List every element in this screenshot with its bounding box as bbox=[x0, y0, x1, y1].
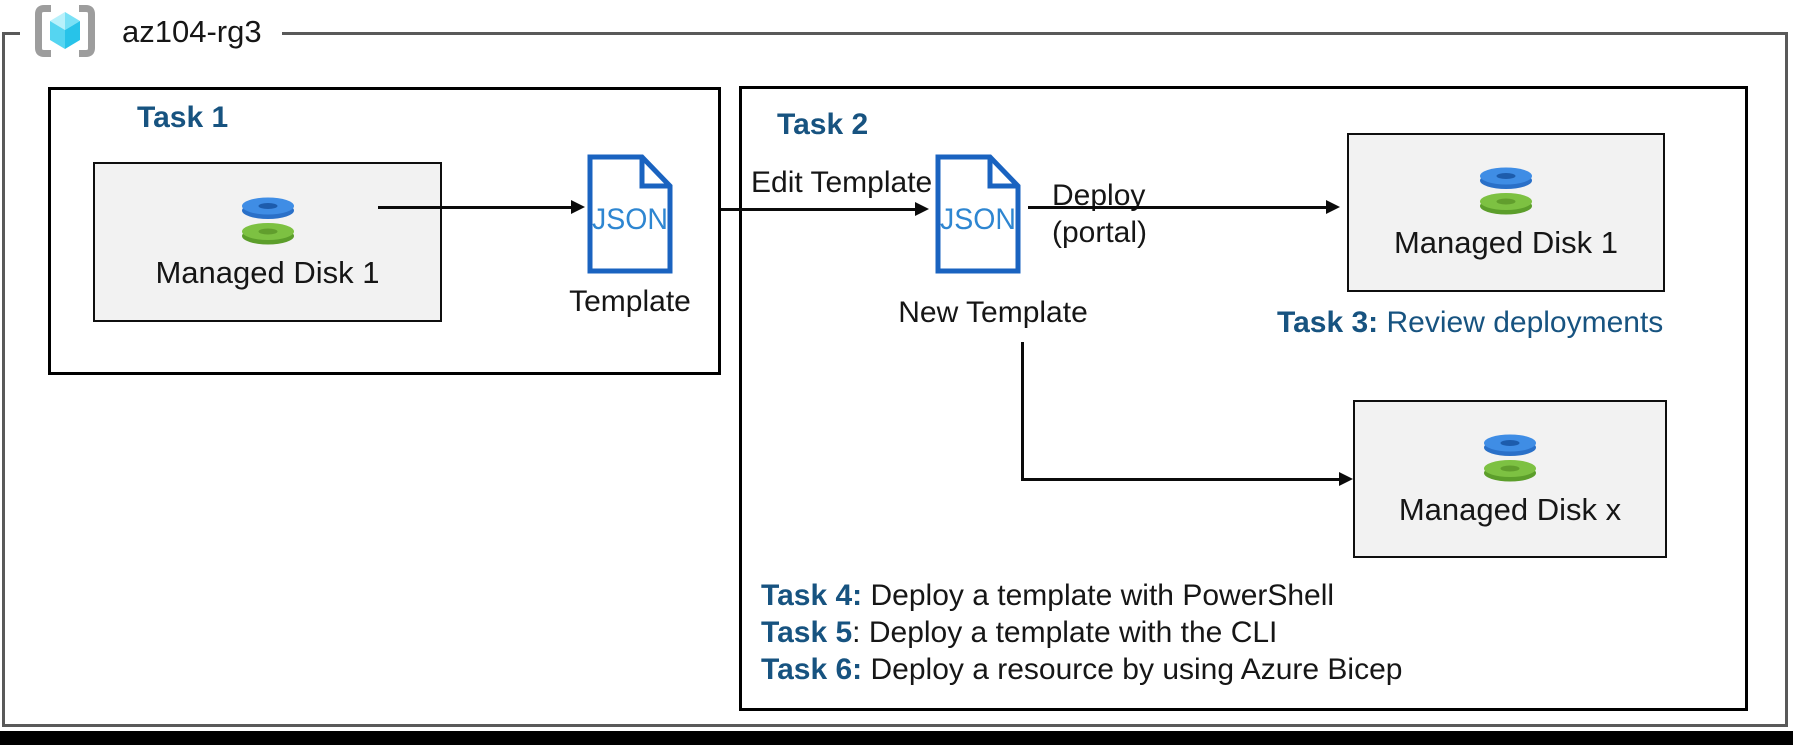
border-gap bbox=[20, 28, 282, 40]
resource-group-icon bbox=[35, 5, 95, 57]
deploy-arrowhead bbox=[1326, 200, 1340, 214]
task3-text: Review deployments bbox=[1378, 306, 1664, 339]
json-file-icon: JSON bbox=[587, 154, 673, 274]
managed-disk-1-box: Managed Disk 1 bbox=[93, 162, 442, 322]
new-template-elbow-vline bbox=[1021, 342, 1024, 480]
deploy-portal-label: (portal) bbox=[1052, 216, 1148, 249]
managed-disk-1-label: Managed Disk 1 bbox=[155, 254, 380, 290]
svg-text:JSON: JSON bbox=[592, 203, 668, 236]
disk-to-template-arrowhead bbox=[571, 200, 585, 214]
svg-text:JSON: JSON bbox=[940, 203, 1016, 236]
managed-disk-icon bbox=[1480, 167, 1532, 215]
resource-group-name: az104-rg3 bbox=[122, 14, 262, 49]
task3-prefix: Task 3: bbox=[1277, 306, 1379, 339]
edit-template-label: Edit Template bbox=[751, 166, 933, 199]
new-template-label: New Template bbox=[898, 296, 1088, 329]
managed-disk-icon bbox=[241, 197, 294, 244]
task1-title: Task 1 bbox=[137, 101, 229, 134]
task-list: Task 4: Deploy a template with PowerShel… bbox=[761, 577, 1402, 688]
task3-caption: Task 3: Review deployments bbox=[1277, 306, 1663, 340]
disk-to-template-arrow-line bbox=[378, 206, 574, 209]
edit-template-arrow-line bbox=[721, 208, 917, 211]
managed-disk-icon bbox=[1484, 434, 1536, 481]
new-template-elbow-hline bbox=[1021, 478, 1341, 481]
task-list-item: Task 4: Deploy a template with PowerShel… bbox=[761, 579, 1335, 612]
managed-disk-x-box: Managed Disk x bbox=[1353, 400, 1667, 558]
new-template-elbow-arrowhead bbox=[1339, 472, 1353, 486]
deploy-arrow-line bbox=[1028, 206, 1328, 209]
managed-disk-1-deployed-box: Managed Disk 1 bbox=[1347, 133, 1665, 292]
edit-template-arrowhead bbox=[915, 202, 929, 216]
json-file-icon: JSON bbox=[935, 154, 1021, 274]
template-label: Template bbox=[569, 285, 691, 318]
managed-disk-x-label: Managed Disk x bbox=[1398, 491, 1622, 527]
task-list-item: Task 6: Deploy a resource by using Azure… bbox=[761, 653, 1403, 686]
bottom-black-bar bbox=[0, 731, 1793, 745]
task2-title: Task 2 bbox=[777, 108, 869, 141]
task-list-item: Task 5: Deploy a template with the CLI bbox=[761, 616, 1278, 649]
managed-disk-1-deployed-label: Managed Disk 1 bbox=[1393, 225, 1618, 260]
